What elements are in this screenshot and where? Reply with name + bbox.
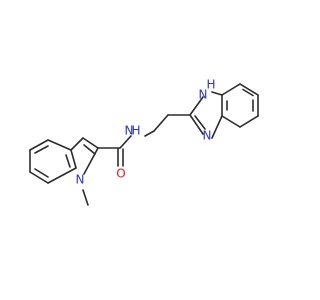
bond: [221, 115, 241, 128]
bond: [29, 171, 49, 184]
double-bond-inner: [194, 115, 206, 130]
n-methyl-group: [82, 189, 89, 206]
double-bond-inner: [83, 144, 96, 155]
bond: [239, 83, 259, 96]
bond: [83, 147, 99, 175]
bond: [189, 114, 204, 135]
ethyl-linker: [144, 114, 191, 137]
amide-h-label: H: [131, 124, 140, 138]
bond: [211, 91, 223, 96]
molecule-structure-svg: H N N N H O N: [0, 0, 300, 300]
bond: [70, 149, 77, 169]
bond: [47, 167, 77, 184]
benzimidazole-nh-label: N: [199, 88, 208, 102]
bond: [221, 83, 241, 96]
bond: [47, 139, 72, 151]
bond: [82, 189, 89, 206]
amide-n-label: N: [125, 124, 134, 138]
canvas-background: [0, 0, 300, 300]
indole-benzene-ring: [29, 139, 77, 184]
double-bond-inner: [65, 154, 71, 168]
bond: [82, 137, 99, 149]
amide-group: [97, 135, 132, 167]
double-bond-inner: [34, 168, 49, 178]
bond: [189, 96, 204, 116]
bond: [70, 137, 84, 151]
bond: [119, 135, 132, 149]
benzimidazole-imidazole-ring: [189, 91, 223, 139]
nh-hydrogen-label: H: [206, 78, 215, 92]
indole-n-label: N: [76, 173, 85, 187]
benzimidazole-benzene-ring: [221, 83, 259, 128]
carbonyl-oxygen-label: O: [116, 167, 125, 181]
bond: [29, 139, 49, 151]
bond: [144, 130, 155, 137]
double-bond-inner: [34, 145, 49, 154]
bond: [153, 114, 169, 132]
bond: [211, 115, 223, 139]
indole-pyrrole-ring: [70, 137, 99, 175]
bond: [239, 115, 259, 128]
atom-labels: H N N N H O N: [76, 78, 216, 187]
molecule-diagram: H N N N H O N: [0, 0, 300, 300]
double-bond-inner: [242, 88, 254, 97]
benzimidazole-n-label: N: [203, 129, 212, 143]
